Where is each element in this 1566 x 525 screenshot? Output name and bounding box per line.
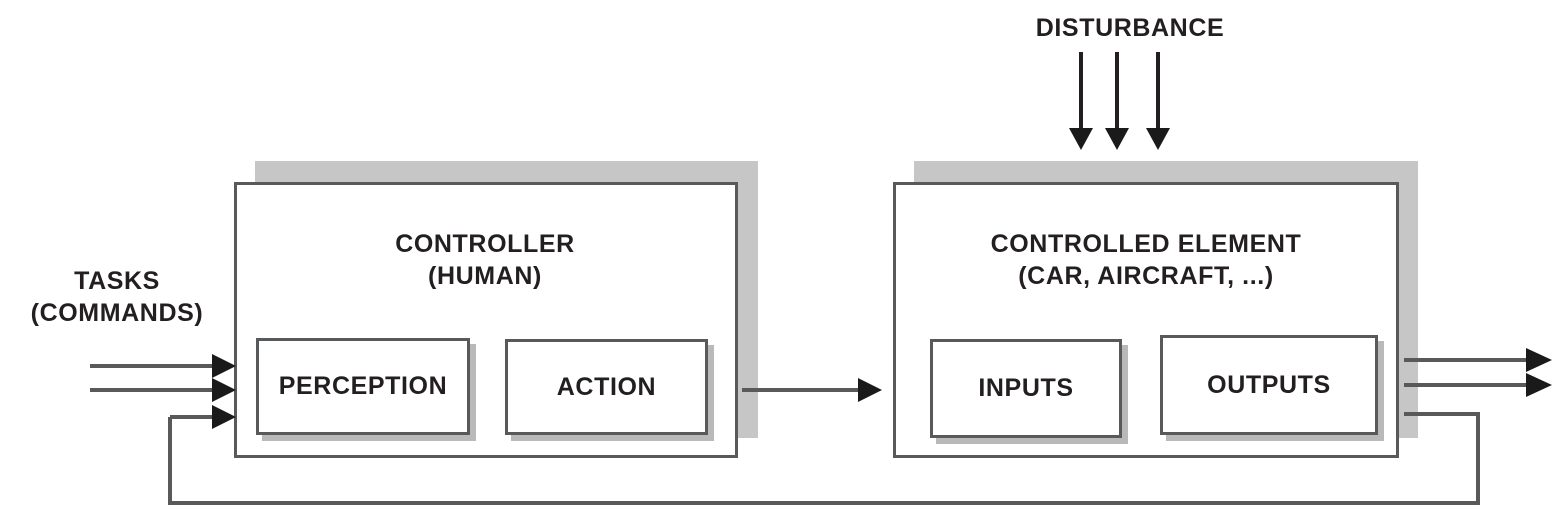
output-arrow-1 — [1404, 348, 1552, 372]
inputs-label: INPUTS — [978, 374, 1074, 402]
outputs-block: OUTPUTS — [1160, 335, 1378, 435]
task-input-arrow-1 — [90, 354, 236, 378]
perception-block: PERCEPTION — [256, 338, 470, 435]
perception-label: PERCEPTION — [278, 372, 448, 400]
tasks-commands-label: TASKS (COMMANDS) — [30, 267, 204, 327]
action-label: ACTION — [556, 372, 657, 401]
task-input-arrow-2 — [90, 378, 236, 402]
controlled-element-title: CONTROLLED ELEMENT (CAR, AIRCRAFT, ...) — [990, 230, 1302, 290]
disturbance-arrow-3 — [1146, 52, 1170, 150]
controller-title: CONTROLLER (HUMAN) — [395, 230, 575, 290]
disturbance-arrow-2 — [1105, 52, 1129, 150]
disturbance-label: DISTURBANCE — [1035, 14, 1225, 42]
action-block: ACTION — [505, 339, 708, 435]
feedback-input-arrow — [170, 405, 236, 429]
inputs-block: INPUTS — [930, 339, 1122, 438]
outputs-label: OUTPUTS — [1207, 370, 1331, 399]
output-arrow-2 — [1404, 373, 1552, 397]
disturbance-arrow-1 — [1069, 52, 1093, 150]
controller-to-plant-arrow — [742, 378, 882, 402]
